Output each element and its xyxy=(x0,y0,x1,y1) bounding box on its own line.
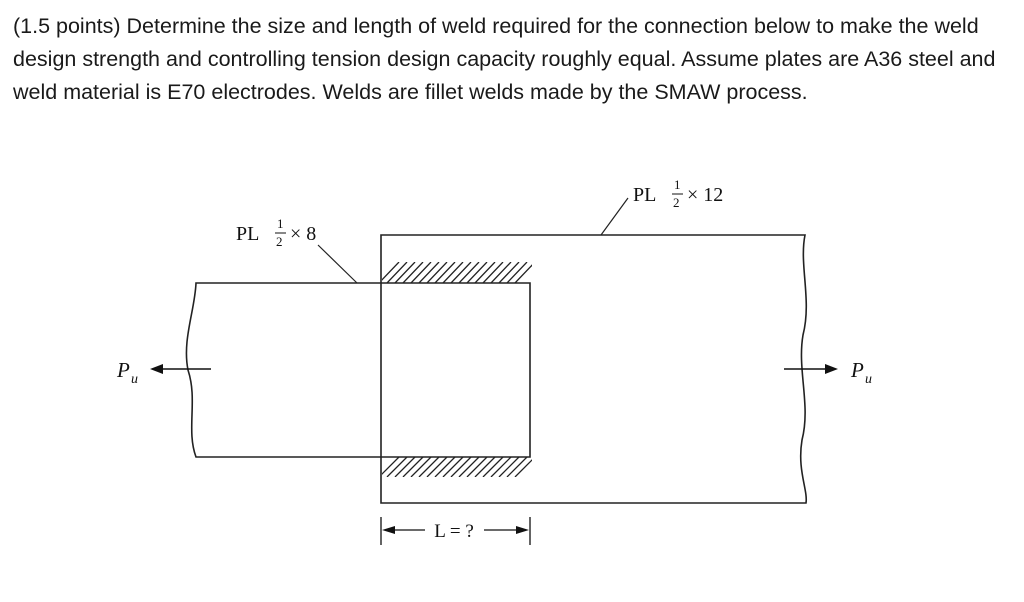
svg-text:2: 2 xyxy=(276,234,283,249)
svg-text:PL: PL xyxy=(633,184,656,206)
length-dimension: L = ? xyxy=(380,517,531,545)
svg-text:L = ?: L = ? xyxy=(434,521,474,542)
dimension-arrow-left-icon xyxy=(382,526,395,534)
svg-text:1: 1 xyxy=(674,177,681,192)
svg-text:1: 1 xyxy=(277,216,284,231)
arrow-right-icon xyxy=(825,364,838,374)
bottom-fillet-weld xyxy=(382,457,532,477)
svg-text:P: P xyxy=(116,358,130,382)
left-load: P u xyxy=(116,358,211,387)
large-plate xyxy=(380,234,808,504)
small-plate-label: PL 1 2 × 8 xyxy=(236,216,316,249)
svg-text:× 12: × 12 xyxy=(687,184,723,206)
top-fillet-weld xyxy=(382,262,532,283)
question-text: (1.5 points) Determine the size and leng… xyxy=(13,14,996,104)
svg-text:P: P xyxy=(850,358,864,382)
svg-text:2: 2 xyxy=(673,195,680,210)
arrow-left-icon xyxy=(150,364,163,374)
small-plate-leader xyxy=(317,244,358,284)
svg-text:× 8: × 8 xyxy=(290,223,316,245)
small-plate xyxy=(185,282,531,458)
dimension-arrow-right-icon xyxy=(516,526,529,534)
large-plate-leader xyxy=(600,197,629,236)
svg-text:PL: PL xyxy=(236,223,259,245)
svg-text:u: u xyxy=(865,372,872,387)
svg-text:u: u xyxy=(131,372,138,387)
right-load: P u xyxy=(784,358,872,387)
large-plate-label: PL 1 2 × 12 xyxy=(633,177,723,210)
